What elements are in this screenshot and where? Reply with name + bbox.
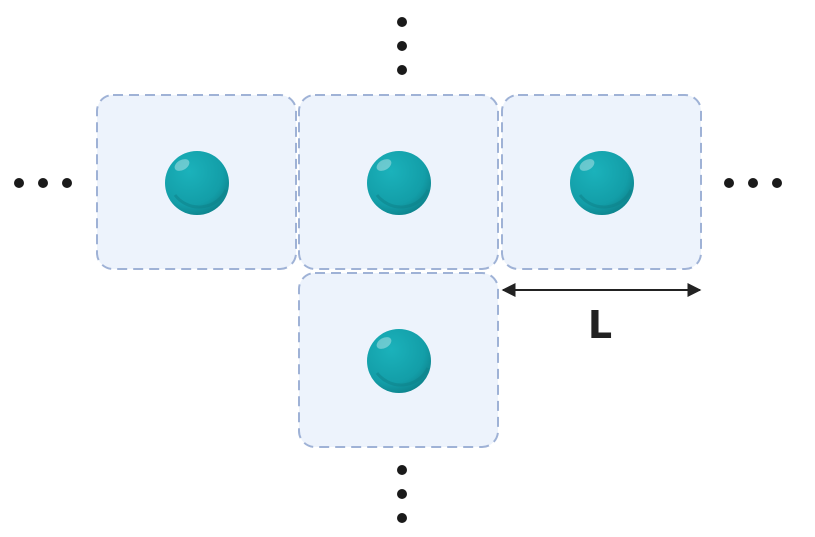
particle-left: [165, 151, 229, 215]
particle-right: [570, 151, 634, 215]
ellipsis-right: [724, 178, 782, 188]
particle-center: [367, 151, 431, 215]
length-label: L: [588, 303, 612, 347]
ellipsis-bottom: [397, 465, 407, 523]
cell-left: [96, 94, 297, 270]
cell-center: [298, 94, 499, 270]
ellipsis-left: [14, 178, 72, 188]
particle-bottom: [367, 329, 431, 393]
cell-bottom: [298, 272, 499, 448]
ellipsis-top: [397, 17, 407, 75]
cell-right: [501, 94, 702, 270]
